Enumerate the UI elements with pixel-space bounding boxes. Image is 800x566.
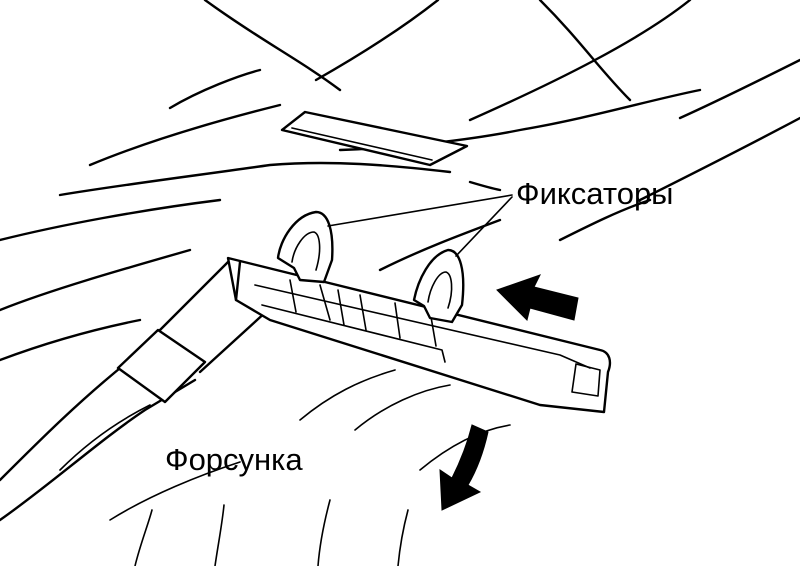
arrow-down-curved-icon	[439, 424, 489, 511]
clips-label: Фиксаторы	[516, 176, 674, 211]
clip-right	[412, 248, 465, 324]
clip-left	[276, 210, 334, 284]
nozzle-body	[226, 256, 612, 414]
washer-hose	[0, 258, 270, 522]
nozzle-label: Форсунка	[165, 442, 303, 477]
arrow-left-icon	[496, 274, 579, 321]
leader-lines	[327, 194, 513, 257]
vent-panel	[280, 110, 469, 167]
